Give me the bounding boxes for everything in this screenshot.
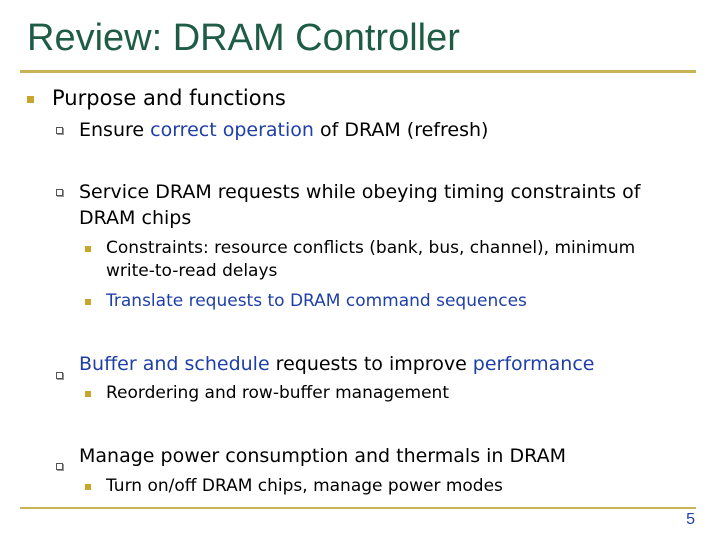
page-title: Review: DRAM Controller <box>27 17 460 59</box>
highlight-buffer-schedule: Buffer and schedule <box>79 353 270 375</box>
bullet-buffer-schedule: Buffer and schedule requests to improve … <box>79 353 594 376</box>
page-number: 5 <box>686 511 695 528</box>
bullet-service-requests-line1: Service DRAM requests while obeying timi… <box>79 181 641 203</box>
bullet-square-icon <box>85 246 91 252</box>
text-run: of DRAM (refresh) <box>313 119 489 141</box>
bullet-constraints-line1: Constraints: resource conflicts (bank, b… <box>106 238 636 258</box>
bullet-hollow-square-icon <box>56 189 63 196</box>
bullet-square-icon <box>85 391 91 397</box>
footer-divider <box>20 507 696 509</box>
bullet-constraints-line2: write-to-read delays <box>106 261 278 281</box>
bullet-square-icon <box>85 299 91 305</box>
bullet-service-requests-line2: DRAM chips <box>79 207 192 229</box>
bullet-translate-requests: Translate requests to DRAM command seque… <box>106 291 527 311</box>
highlight-correct-operation: correct operation <box>150 119 314 141</box>
bullet-hollow-square-icon <box>56 127 63 134</box>
bullet-square-icon <box>27 96 34 103</box>
bullet-square-icon <box>85 484 91 490</box>
bullet-manage-power: Manage power consumption and thermals in… <box>79 445 566 467</box>
highlight-performance: performance <box>472 353 595 375</box>
bullet-ensure-correct-operation: Ensure correct operation of DRAM (refres… <box>79 119 488 142</box>
bullet-hollow-square-icon <box>56 372 63 379</box>
text-run: Ensure <box>79 119 151 141</box>
bullet-reordering: Reordering and row-buffer management <box>106 383 449 403</box>
text-run: requests to improve <box>269 353 473 375</box>
title-divider <box>20 70 696 73</box>
bullet-purpose: Purpose and functions <box>52 86 286 110</box>
bullet-hollow-square-icon <box>56 463 63 470</box>
bullet-turn-on-off: Turn on/off DRAM chips, manage power mod… <box>106 476 503 496</box>
